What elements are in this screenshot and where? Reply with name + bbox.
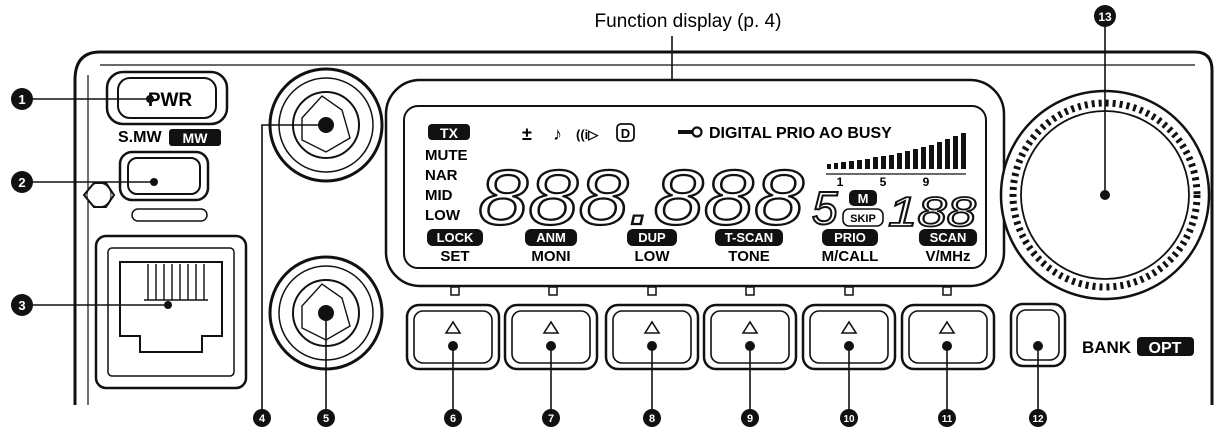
main-frequency-digits: 888.888 — [478, 153, 804, 241]
opt-badge — [1137, 337, 1194, 356]
chassis-outline-top — [100, 50, 1214, 405]
memory-badge-label: M — [858, 191, 869, 206]
jack-pins — [144, 264, 208, 301]
scale-5: 5 — [880, 175, 887, 189]
callout-10: 10 — [843, 414, 855, 425]
callout-2: 2 — [18, 175, 25, 190]
mw-badge-label: MW — [183, 130, 209, 146]
tx-badge-label: TX — [440, 125, 459, 141]
sub-digit: 5 — [812, 182, 838, 234]
opt-badge-label: OPT — [1149, 340, 1182, 357]
callout-3: 3 — [18, 298, 25, 313]
label-mcall: M/CALL — [822, 248, 879, 265]
tx-badge — [428, 124, 470, 140]
smw-label: S.MW — [118, 129, 162, 146]
callout-badges: 1 2 3 4 5 6 7 8 9 10 11 12 13 — [11, 5, 1116, 427]
memory-badge — [849, 190, 877, 206]
pwr-button[interactable] — [117, 77, 217, 119]
lcd-left-status: MUTE NAR MID LOW — [425, 147, 468, 224]
label-low: LOW — [635, 248, 671, 265]
status-mid: MID — [425, 187, 453, 204]
callout-leaders — [32, 25, 1106, 411]
status-low: LOW — [425, 207, 461, 224]
key-icon — [678, 126, 703, 138]
callout-12: 12 — [1032, 414, 1044, 425]
function-keys[interactable] — [405, 303, 996, 371]
key-indicators — [450, 286, 952, 296]
badge-tscan: T-SCAN — [725, 230, 773, 245]
badge-dup: DUP — [638, 230, 666, 245]
screw-ring — [86, 182, 112, 208]
skip-badge-label: SKIP — [850, 213, 876, 225]
callout-8: 8 — [649, 413, 655, 425]
bank-label: BANK — [1082, 338, 1132, 357]
s-meter — [826, 133, 966, 175]
status-nar: NAR — [425, 167, 458, 184]
mw-badge — [169, 129, 221, 146]
callout-dots — [146, 95, 1110, 351]
lcd-top-symbols: ± ♪ ((i▷ D — [522, 123, 635, 144]
pwr-button-label: PWR — [148, 90, 193, 111]
smw-button[interactable] — [127, 157, 201, 195]
callout-1: 1 — [18, 92, 25, 107]
label-set: SET — [440, 248, 469, 265]
speaker-symbol: ((i▷ — [576, 127, 599, 142]
lcd-screen — [403, 105, 987, 269]
lcd-top-words: DIGITAL PRIO AO BUSY — [709, 125, 892, 142]
badge-scan: SCAN — [930, 230, 967, 245]
digital-d-icon — [616, 123, 635, 142]
label-vmhz: V/MHz — [926, 248, 971, 265]
badge-prio: PRIO — [834, 230, 866, 245]
s-meter-scale: 1 5 9 — [837, 175, 930, 189]
badge-lock: LOCK — [437, 230, 474, 245]
callout-5: 5 — [323, 413, 329, 425]
scale-9: 9 — [923, 175, 930, 189]
channel-digits: 188 — [888, 188, 977, 235]
label-tone: TONE — [728, 248, 769, 265]
callout-4: 4 — [259, 413, 266, 425]
digital-d-symbol: D — [621, 126, 630, 141]
callout-7: 7 — [548, 413, 554, 425]
skip-badge — [842, 208, 884, 227]
scale-1: 1 — [837, 175, 844, 189]
screw-icon — [82, 182, 116, 208]
lcd-key-functions: LOCK SET ANM MONI DUP LOW T-SCAN TONE PR… — [427, 229, 977, 265]
callout-13: 13 — [1098, 10, 1112, 24]
tone-symbol: ♪ — [553, 124, 562, 144]
callout-9: 9 — [747, 413, 753, 425]
status-mute: MUTE — [425, 147, 468, 164]
smw-slot — [131, 208, 208, 222]
callout-6: 6 — [450, 413, 456, 425]
function-display-title: Function display (p. 4) — [595, 11, 782, 32]
badge-anm: ANM — [536, 230, 566, 245]
label-moni: MONI — [531, 248, 570, 265]
chassis-outline-left — [73, 50, 101, 405]
duplex-symbol: ± — [522, 124, 532, 144]
callout-11: 11 — [942, 414, 953, 425]
